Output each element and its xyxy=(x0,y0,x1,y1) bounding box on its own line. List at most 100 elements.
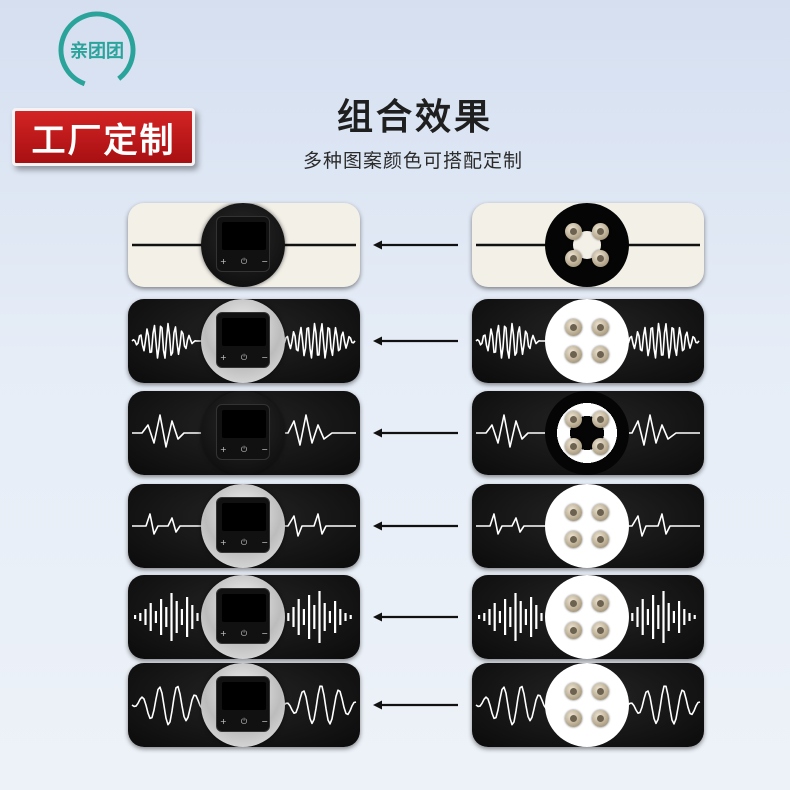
electrode-stud-icon xyxy=(565,531,582,548)
pattern-bar xyxy=(154,611,157,623)
device-keys: +⏻− xyxy=(220,257,268,267)
patch-base xyxy=(472,203,704,287)
pattern-bar xyxy=(683,609,686,625)
electrode-stud-icon xyxy=(565,595,582,612)
pattern-bar xyxy=(160,599,163,635)
pattern-line xyxy=(624,513,700,537)
brand-logo: 亲团团 xyxy=(55,8,139,92)
plus-key-icon: + xyxy=(220,257,227,266)
minus-key-icon: − xyxy=(261,717,268,726)
assembled-patch: +⏻− xyxy=(128,299,360,383)
power-key-icon: ⏻ xyxy=(240,445,248,454)
electrode-stud-icon xyxy=(592,411,609,428)
pattern-bar xyxy=(478,615,481,619)
combination-row: +⏻− xyxy=(0,663,790,751)
assembled-patch: +⏻− xyxy=(128,663,360,747)
pattern-bar xyxy=(483,613,486,621)
device-keys: +⏻− xyxy=(220,538,268,548)
electrode-stud-icon xyxy=(565,250,582,267)
pattern-line xyxy=(476,513,552,535)
massager-device: +⏻− xyxy=(201,299,285,383)
arrow-left-icon xyxy=(372,333,460,349)
device-keys: +⏻− xyxy=(220,445,268,455)
pattern-bar xyxy=(308,595,311,639)
patch-base xyxy=(472,663,704,747)
pattern-bar xyxy=(631,613,634,621)
pattern-bar xyxy=(180,609,183,625)
strip-pattern xyxy=(131,685,357,726)
device-display xyxy=(222,594,266,622)
arrow-left-icon xyxy=(372,518,460,534)
electrode-stud-icon xyxy=(565,223,582,240)
page-subtitle: 多种图案颜色可搭配定制 xyxy=(302,150,523,172)
strip-pattern xyxy=(132,513,356,537)
pattern-bar xyxy=(292,607,295,627)
pattern-line xyxy=(624,414,700,446)
electrode-stud-icon xyxy=(592,531,609,548)
pattern-bar xyxy=(636,607,639,627)
pattern-bar xyxy=(287,613,290,621)
pattern-bar xyxy=(493,603,496,631)
power-key-icon: ⏻ xyxy=(240,717,248,726)
massager-device: +⏻− xyxy=(201,663,285,747)
strip-pattern xyxy=(475,322,700,359)
pattern-bar xyxy=(149,603,152,631)
electrode-stud-icon xyxy=(592,710,609,727)
electrode-stud-icon xyxy=(592,622,609,639)
assembled-patch: +⏻− xyxy=(128,391,360,475)
combination-row: +⏻− xyxy=(0,299,790,387)
pattern-bar xyxy=(349,615,352,619)
logo-text: 亲团团 xyxy=(70,41,124,62)
badge-label: 工厂定制 xyxy=(31,120,176,161)
electrode-stud-icon xyxy=(592,346,609,363)
device-screen: +⏻− xyxy=(216,404,270,460)
device-display xyxy=(222,682,266,710)
electrode-stud-icon xyxy=(592,319,609,336)
device-screen: +⏻− xyxy=(216,588,270,644)
electrode-stud-icon xyxy=(565,319,582,336)
pattern-bar xyxy=(662,591,665,643)
assembled-patch: +⏻− xyxy=(128,203,360,287)
massager-device: +⏻− xyxy=(201,575,285,659)
device-screen: +⏻− xyxy=(216,676,270,732)
electrode-stud-icon xyxy=(592,504,609,521)
device-keys: +⏻− xyxy=(220,353,268,363)
pattern-bar xyxy=(488,609,491,625)
strip-pattern xyxy=(476,513,700,537)
page-title: 组合效果 xyxy=(336,97,493,138)
strip-pattern xyxy=(131,322,356,359)
arrow-left-icon xyxy=(372,425,460,441)
pattern-bar xyxy=(519,601,522,633)
pattern-bar xyxy=(175,601,178,633)
pattern-bar xyxy=(318,591,321,643)
pattern-bar xyxy=(688,613,691,621)
pattern-bar xyxy=(498,611,501,623)
strip-pattern xyxy=(478,591,696,643)
pattern-bar xyxy=(641,599,644,635)
pattern-line xyxy=(280,414,356,446)
pattern-bar xyxy=(540,613,543,621)
pattern-line xyxy=(623,322,700,359)
pattern-bar xyxy=(170,593,173,641)
pattern-bar xyxy=(652,595,655,639)
massager-device: +⏻− xyxy=(201,391,285,475)
strip-pattern xyxy=(476,414,700,448)
pattern-line xyxy=(131,322,207,359)
arrow-left-icon xyxy=(372,609,460,625)
patch-base xyxy=(472,299,704,383)
device-display xyxy=(222,410,266,438)
pattern-bar xyxy=(165,607,168,627)
pattern-bar xyxy=(139,613,142,621)
patch-base xyxy=(472,391,704,475)
strip-pattern xyxy=(475,685,701,726)
power-key-icon: ⏻ xyxy=(240,538,248,547)
pattern-bar xyxy=(196,613,199,621)
device-display xyxy=(222,318,266,346)
electrode-stud-icon xyxy=(592,250,609,267)
pattern-bar xyxy=(134,615,137,619)
pattern-line xyxy=(280,513,356,537)
massager-device: +⏻− xyxy=(201,484,285,568)
electrode-stud-icon xyxy=(592,683,609,700)
device-display xyxy=(222,503,266,531)
device-screen: +⏻− xyxy=(216,497,270,553)
